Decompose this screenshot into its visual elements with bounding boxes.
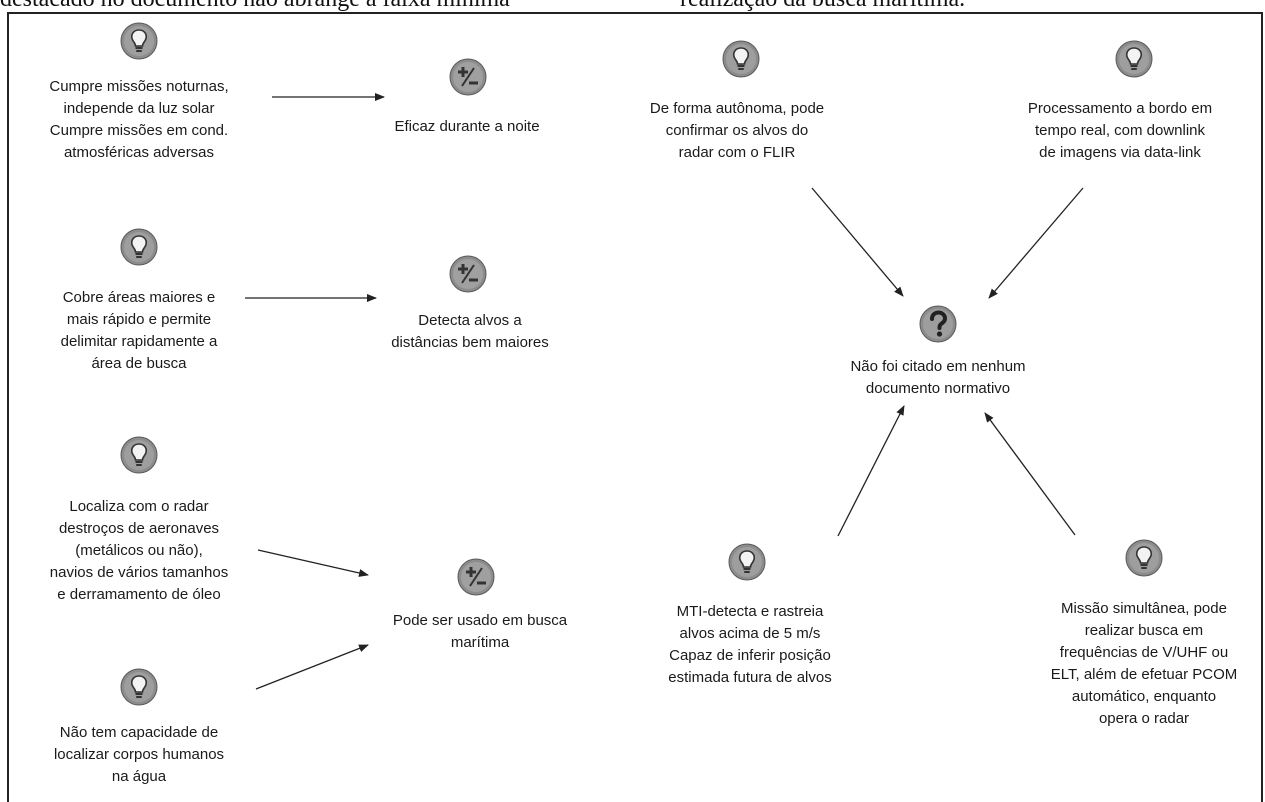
node-text-mti: MTI-detecta e rastreia alvos acima de 5 … [668, 603, 832, 686]
node-text-noturnas: Cumpre missões noturnas, independe da lu… [49, 78, 229, 161]
lightbulb-icon [120, 436, 158, 474]
arrow-mti-to-question [837, 405, 905, 537]
arrow-flir-to-question [811, 187, 904, 297]
lightbulb-icon [1125, 539, 1163, 577]
node-text-noite: Eficaz durante a noite [394, 118, 540, 135]
arrow-corpos-to-busca [255, 644, 369, 690]
lightbulb-icon [1115, 40, 1153, 78]
lightbulb-icon [728, 543, 766, 581]
header-right-fragment: realização da busca marítima. [680, 0, 965, 13]
plus-minus-icon [457, 558, 495, 596]
node-text-distancias: Detecta alvos a distâncias bem maiores [391, 312, 549, 351]
node-text-areas: Cobre áreas maiores e mais rápido e perm… [60, 289, 218, 372]
diagram-frame [7, 12, 1263, 802]
question-mark-icon [919, 305, 957, 343]
header-left-fragment: destacado no documento não abrange a fai… [0, 0, 510, 13]
lightbulb-icon [120, 228, 158, 266]
node-text-corpos: Não tem capacidade de localizar corpos h… [53, 724, 225, 785]
arrow-destrocos-to-busca [257, 549, 369, 577]
lightbulb-icon [120, 668, 158, 706]
lightbulb-icon [722, 40, 760, 78]
arrow-processamento-to-question [988, 187, 1084, 299]
node-text-busca: Pode ser usado em busca marítima [392, 612, 568, 651]
node-text-missao: Missão simultânea, pode realizar busca e… [1050, 600, 1238, 727]
lightbulb-icon [120, 22, 158, 60]
node-text-processamento: Processamento a bordo em tempo real, com… [1027, 100, 1213, 161]
node-text-destrocos: Localiza com o radar destroços de aerona… [49, 498, 229, 603]
node-text-flir: De forma autônoma, pode confirmar os alv… [649, 100, 825, 161]
plus-minus-icon [449, 58, 487, 96]
arrow-missao-to-question [984, 412, 1076, 536]
plus-minus-icon [449, 255, 487, 293]
node-text-nao-citado: Não foi citado em nenhum documento norma… [850, 358, 1026, 397]
